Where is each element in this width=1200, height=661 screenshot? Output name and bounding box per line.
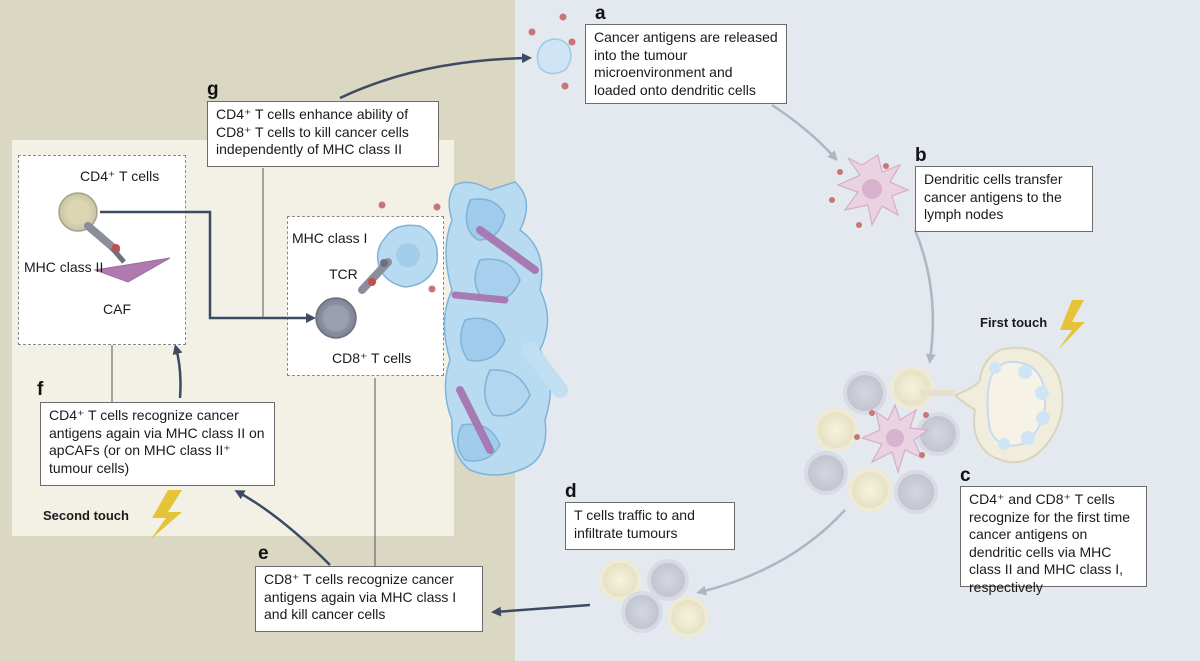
- step-f-box: CD4⁺ T cells recognize cancer antigens a…: [40, 402, 275, 486]
- step-letter-a: a: [595, 3, 606, 24]
- arrow-d-to-e: [491, 603, 591, 617]
- released-tumour-cell: [536, 38, 572, 75]
- antigen-dots: [378, 13, 576, 293]
- mhc-class-ii-label: MHC class II: [24, 259, 104, 275]
- lightning-first-icon: [1058, 300, 1085, 350]
- t-cell-cluster-c: [804, 366, 960, 514]
- first-touch-label: First touch: [980, 315, 1048, 330]
- cd8-tcell-interaction: [315, 224, 439, 339]
- arrow-a-to-b: [771, 103, 838, 161]
- cd4-inset: [18, 155, 186, 345]
- step-e-box: CD8⁺ T cells recognize cancer antigens a…: [255, 566, 483, 632]
- step-g-box: CD4⁺ T cells enhance ability of CD8⁺ T c…: [207, 101, 439, 167]
- second-touch-label: Second touch: [43, 508, 129, 523]
- dendritic-cell-b: [829, 154, 910, 228]
- connector-lines: [111, 168, 376, 566]
- step-letter-c: c: [960, 465, 971, 486]
- step-a-box: Cancer antigens are released into the tu…: [585, 24, 787, 104]
- cd8-label: CD8⁺ T cells: [332, 350, 412, 366]
- lightning-second-icon: [150, 490, 182, 540]
- step-letter-e: e: [258, 543, 269, 564]
- arrow-c-to-d: [696, 509, 846, 596]
- arrow-g-to-a: [339, 53, 532, 100]
- mhc-class-i-label: MHC class I: [292, 230, 368, 246]
- caf-label: CAF: [103, 301, 131, 317]
- tcr-label: TCR: [329, 266, 358, 282]
- dark-arrows: [100, 53, 532, 566]
- step-letter-g: g: [207, 79, 219, 100]
- arrow-f-to-inset: [172, 344, 183, 399]
- step-letter-b: b: [915, 145, 927, 166]
- step-d-box: T cells traffic to and infiltrate tumour…: [565, 502, 735, 550]
- t-cell-group-d: [599, 559, 709, 638]
- step-letter-d: d: [565, 481, 577, 502]
- cd4-label: CD4⁺ T cells: [80, 168, 160, 184]
- cycle-arrows: [491, 103, 936, 617]
- step-letter-f: f: [37, 379, 44, 400]
- step-b-box: Dendritic cells transfer cancer antigens…: [915, 166, 1093, 232]
- step-c-box: CD4⁺ and CD8⁺ T cells recognize for the …: [960, 486, 1147, 595]
- arrow-e-to-f: [234, 490, 331, 566]
- tumour-mass: [443, 181, 568, 476]
- arrow-b-to-c: [913, 229, 936, 364]
- arrow-cd4-to-cd8: [100, 210, 316, 323]
- cd4-tcell-interaction: [58, 192, 171, 283]
- lymph-node-icon: [920, 346, 1064, 464]
